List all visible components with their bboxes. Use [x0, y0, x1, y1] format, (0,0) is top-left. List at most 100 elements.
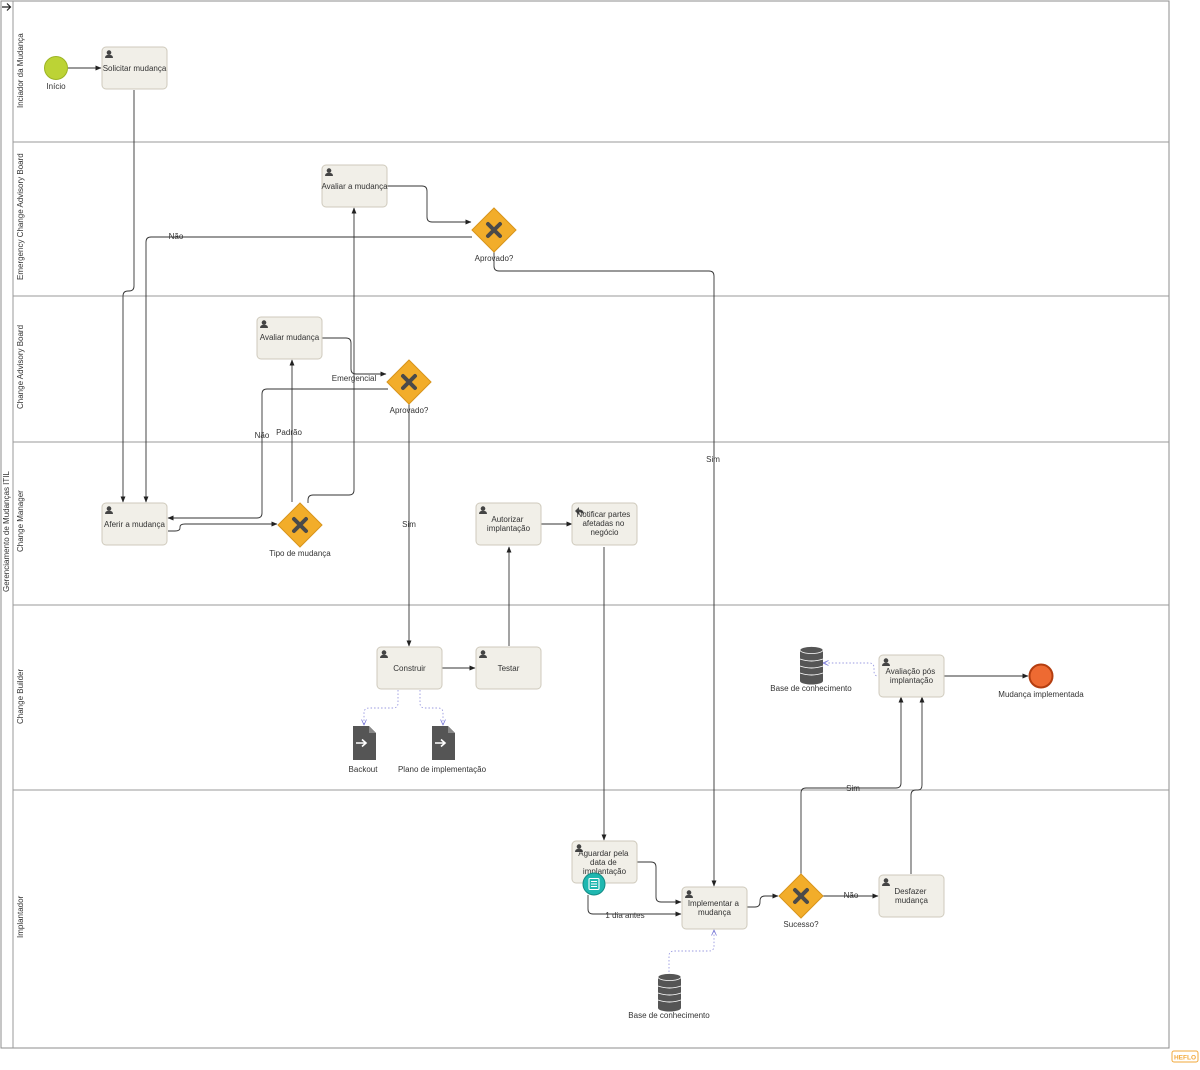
lane-label: Emergency Change Advisory Board [16, 153, 25, 280]
user-icon [380, 650, 388, 658]
label-sim-cab: Sim [402, 520, 416, 529]
flow-avaliarecab-gateway[interactable] [387, 185, 472, 225]
task-label: mudança [895, 896, 928, 905]
start-event[interactable]: Início [44, 56, 68, 92]
end-event[interactable]: Mudança implementada [998, 663, 1084, 700]
sequence-flows [68, 65, 1029, 917]
svg-text:Avaliar a mudança: Avaliar a mudança [321, 182, 388, 191]
data-store-base-conhecimento-2[interactable]: Base de conhecimento [628, 973, 710, 1021]
assoc-base-implementar [668, 930, 714, 972]
flow-ecab-sim[interactable] [493, 250, 717, 887]
user-icon [479, 506, 487, 514]
task-label: Avaliar a mudança [321, 182, 388, 191]
gateway-label: Tipo de mudança [269, 549, 331, 558]
data-object-backout[interactable]: Backout [349, 726, 379, 774]
associations [364, 663, 880, 972]
flow-tipo-emergencial[interactable] [307, 207, 357, 503]
assoc-avaliacao-base [823, 663, 880, 677]
label-nao-cab: Não [255, 431, 270, 440]
gateway-tipo-de-mudanca[interactable]: Tipo de mudança [269, 502, 331, 558]
lane-manager: Change Manager [13, 490, 1169, 606]
flow-aferir-tipo[interactable] [168, 521, 278, 532]
task-construir[interactable]: Construir [376, 646, 443, 690]
flow-sucesso-sim[interactable] [800, 696, 904, 874]
data-object-label: Backout [349, 765, 379, 774]
user-icon [260, 320, 268, 328]
task-label: Construir [393, 664, 426, 673]
task-label: Autorizar [491, 515, 523, 524]
flow-implementar-sucesso[interactable] [746, 893, 779, 908]
svg-text:Desfazer mudança: Desfazer mudança [894, 887, 928, 905]
task-aguardar-data[interactable]: Aguardar pela data de implantação [571, 840, 638, 884]
arrow-right-icon[interactable] [2, 3, 12, 11]
gateway-aprovado-cab[interactable]: Aprovado? [386, 359, 432, 415]
task-label: Aferir a mudança [104, 520, 165, 529]
lane-iniciador: Inciador da Mudança [13, 33, 1169, 143]
pool-title: Gerenciamento de Mudanças ITIL [2, 470, 11, 592]
gateway-aprovado-ecab[interactable]: Aprovado? [471, 207, 517, 263]
svg-text:Implementar a mudança: Implementar a mudança [688, 899, 741, 917]
task-label: mudança [698, 908, 731, 917]
lane-label: Change Builder [16, 669, 25, 724]
label-nao-ecab: Não [169, 232, 184, 241]
task-solicitar-mudanca[interactable]: Solicitar mudança [101, 46, 168, 90]
task-desfazer-mudanca[interactable]: Desfazer mudança [878, 874, 945, 918]
start-event-label: Início [46, 82, 66, 91]
pool: Gerenciamento de Mudanças ITIL [0, 0, 1170, 1049]
task-label: Aguardar pela [578, 849, 629, 858]
flow-ecab-nao[interactable] [143, 236, 472, 503]
user-icon [575, 844, 583, 852]
svg-text:Autorizar implantação: Autorizar implantação [487, 515, 531, 533]
svg-text:Aferir a mudança: Aferir a mudança [104, 520, 165, 529]
data-object-plano[interactable]: Plano de implementação [398, 726, 487, 774]
user-icon [685, 890, 693, 898]
gateway-sucesso[interactable]: Sucesso? [778, 873, 824, 929]
flow-timer-implementar[interactable] [587, 895, 682, 917]
task-notificar-partes[interactable]: Notificar partes afetadas no negócio [571, 502, 638, 546]
task-testar[interactable]: Testar [475, 646, 542, 690]
end-event-label: Mudança implementada [998, 690, 1084, 699]
svg-text:Solicitar mudança: Solicitar mudança [103, 64, 167, 73]
user-icon [882, 658, 890, 666]
svg-text:Testar: Testar [498, 664, 520, 673]
flow-labels: Não Sim Emergencial Não Padrão Sim 1 dia… [169, 232, 861, 920]
task-aferir-a-mudanca[interactable]: Aferir a mudança [101, 502, 168, 546]
flow-aguardar-implementar[interactable] [637, 861, 682, 905]
task-avaliar-mudanca[interactable]: Avaliar mudança [256, 316, 323, 360]
task-implementar-a-mudanca[interactable]: Implementar a mudança [681, 886, 748, 930]
task-label: implantação [890, 676, 934, 685]
flow-cab-nao[interactable] [167, 388, 388, 521]
flow-desfazer-avaliacao[interactable] [910, 696, 925, 874]
svg-text:Avaliar mudança: Avaliar mudança [260, 333, 320, 342]
flow-solicitar-aferir[interactable] [120, 90, 135, 503]
task-label: Implementar a [688, 899, 740, 908]
gateway-label: Sucesso? [783, 920, 819, 929]
user-icon [882, 878, 890, 886]
lane-ecab: Emergency Change Advisory Board [13, 153, 1169, 297]
task-autorizar-implantacao[interactable]: Autorizar implantação [475, 502, 542, 546]
assoc-construir-backout [364, 690, 399, 725]
task-label: Avaliar mudança [260, 333, 320, 342]
task-avaliacao-pos-implantacao[interactable]: Avaliação pós implantação [878, 654, 945, 698]
task-label: afetadas no [582, 519, 624, 528]
timer-event-icon[interactable] [582, 872, 606, 896]
user-icon [325, 168, 333, 176]
task-label: implantação [583, 867, 627, 876]
lane-label: Implantador [16, 895, 25, 938]
user-icon [105, 50, 113, 58]
gateway-label: Aprovado? [475, 254, 514, 263]
user-icon [105, 506, 113, 514]
lane-label: Change Manager [16, 490, 25, 552]
label-sim-sucesso: Sim [846, 784, 860, 793]
task-label: data de [590, 858, 617, 867]
data-store-base-conhecimento[interactable]: Base de conhecimento [770, 646, 852, 694]
svg-text:Construir: Construir [393, 664, 426, 673]
gateway-label: Aprovado? [390, 406, 429, 415]
task-avaliar-a-mudanca[interactable]: Avaliar a mudança [321, 164, 388, 208]
data-store-label: Base de conhecimento [628, 1011, 710, 1020]
task-label: implantação [487, 524, 531, 533]
svg-text:Aguardar pela data de: Aguardar pela data de implantação [578, 849, 631, 876]
lane-label: Inciador da Mudança [16, 33, 25, 108]
data-store-label: Base de conhecimento [770, 684, 852, 693]
